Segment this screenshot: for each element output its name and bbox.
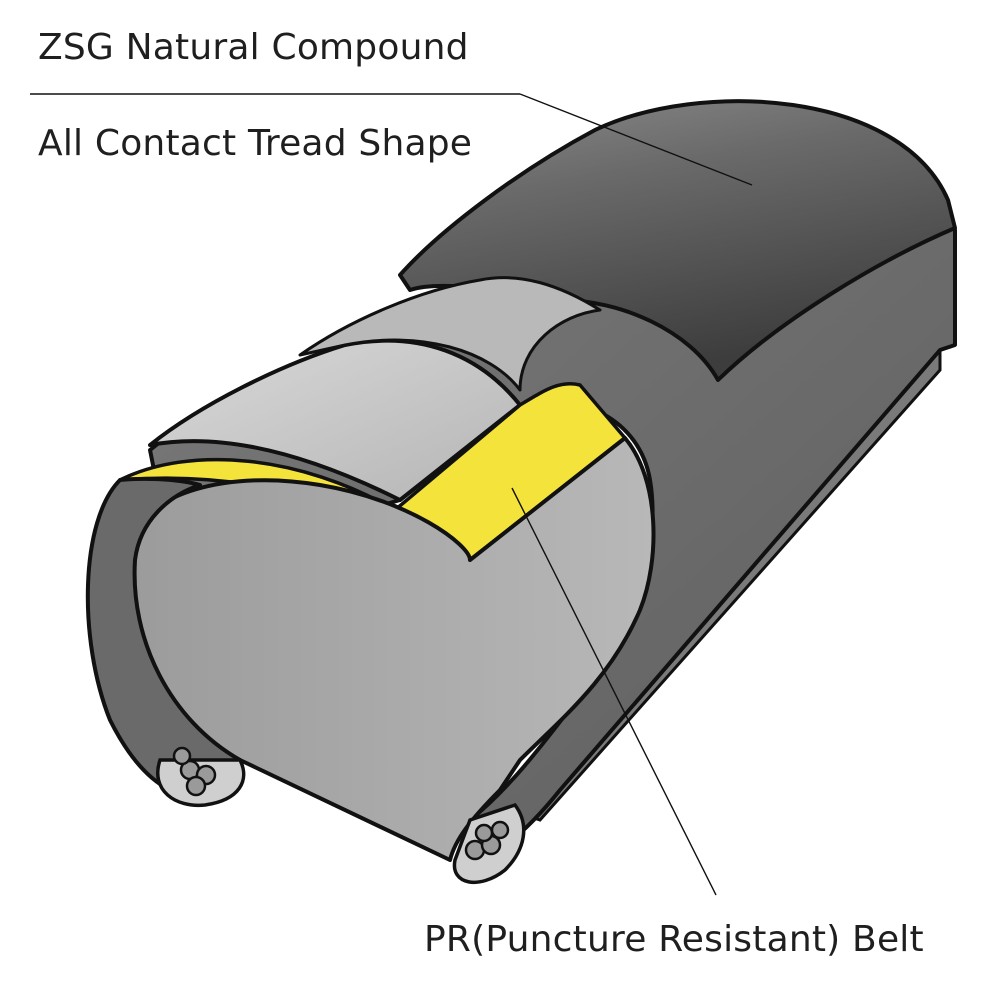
label-puncture-resistant-belt: PR(Puncture Resistant) Belt [424, 919, 924, 960]
tread-cap [398, 99, 957, 382]
casing-mid-band [298, 276, 602, 392]
inner-liner-band [148, 338, 522, 502]
sidewall-ring [85, 476, 242, 792]
label-all-contact-tread-shape: All Contact Tread Shape [38, 123, 473, 164]
leader-line-belt [511, 487, 717, 896]
leader-line-compound [519, 93, 753, 186]
left-bead [156, 746, 246, 808]
right-bead [452, 802, 526, 885]
label-zsg-natural-compound: ZSG Natural Compound [38, 27, 469, 68]
